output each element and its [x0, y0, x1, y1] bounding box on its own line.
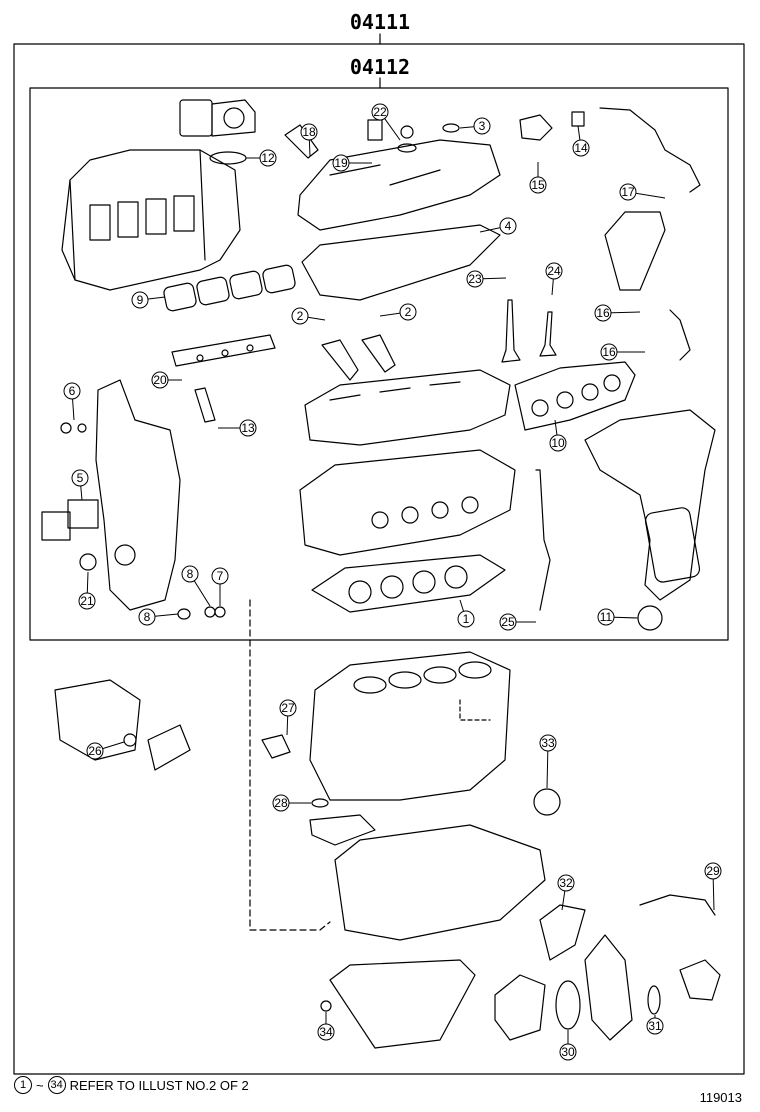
callout-2b: 2: [405, 305, 412, 319]
callout-10: 10: [551, 436, 565, 450]
footnote-range-end: 34: [47, 1076, 66, 1094]
oil-pan-lower: [329, 959, 476, 1049]
callout-25: 25: [501, 615, 515, 629]
callout-22: 22: [373, 105, 387, 119]
oring-8: [177, 608, 191, 620]
part-27: [261, 734, 291, 759]
oring-7: [214, 606, 226, 618]
callout-6: 6: [69, 384, 76, 398]
callout-3: 3: [479, 119, 486, 133]
gasket-12: [209, 151, 247, 165]
rear-cover-26: [54, 679, 191, 771]
callout-26: 26: [88, 744, 102, 758]
injector-18: [284, 124, 319, 159]
outer-kit-code: 04111: [350, 10, 410, 34]
timing-cover: [95, 379, 181, 611]
oil-strainer: [309, 814, 376, 846]
callout-8b: 8: [144, 610, 151, 624]
seal-21: [79, 553, 97, 571]
injector-13: [194, 387, 216, 423]
callout-31: 31: [648, 1019, 662, 1033]
callout-11: 11: [600, 610, 613, 624]
throttle-body: [179, 99, 256, 137]
callout-28: 28: [274, 796, 288, 810]
callout-2a: 2: [297, 309, 304, 323]
callout-8a: 8: [187, 567, 194, 581]
intake-gaskets-9: [163, 264, 296, 312]
exhaust-gasket-10: [514, 361, 636, 431]
dashed-boundary: [249, 599, 331, 931]
outer-kit-frame: [13, 43, 745, 1075]
callout-7: 7: [217, 569, 224, 583]
footnote-range-sep: ~: [36, 1077, 44, 1093]
callout-20: 20: [153, 373, 167, 387]
callout-13: 13: [241, 421, 255, 435]
callout-33: 33: [541, 736, 555, 750]
inner-kit-frame: [29, 87, 729, 641]
callout-19: 19: [334, 156, 348, 170]
inner-kit-code: 04112: [350, 55, 410, 79]
callout-15: 15: [531, 178, 545, 192]
gasket-22: [397, 143, 417, 153]
callout-30: 30: [561, 1045, 575, 1059]
gasket-5: [67, 499, 99, 529]
callout-16a: 16: [596, 306, 610, 320]
callout-29: 29: [706, 864, 720, 878]
callout-12: 12: [261, 151, 275, 165]
gasket-3: [442, 123, 460, 133]
callout-23: 23: [468, 272, 482, 286]
seal-33: [533, 788, 561, 816]
fuel-rail: [171, 334, 276, 367]
valve-cover: [297, 119, 501, 231]
footnote: 1 ~ 34 REFER TO ILLUST NO.2 OF 2: [14, 1076, 249, 1094]
callout-18: 18: [302, 125, 316, 139]
intake-manifold: [61, 149, 241, 291]
drawing-id: 119013: [699, 1090, 742, 1105]
callout-21: 21: [80, 594, 94, 608]
cylinder-head: [299, 449, 516, 556]
footnote-text: REFER TO ILLUST NO.2 OF 2: [69, 1077, 249, 1093]
callout-32: 32: [559, 876, 573, 890]
seal-11: [637, 605, 663, 631]
valve-cover-gasket-4: [301, 224, 501, 301]
callout-5: 5: [77, 471, 84, 485]
oil-cap-22: [400, 125, 414, 139]
water-pump-area: [494, 894, 721, 1041]
gasket-5b: [41, 511, 71, 541]
camshaft-carrier: [304, 369, 511, 446]
part-6: [60, 422, 72, 434]
oil-pan-upper: [334, 824, 546, 941]
callout-9: 9: [137, 293, 144, 307]
callout-16b: 16: [602, 345, 616, 359]
callout-24: 24: [547, 264, 561, 278]
oring-8b: [204, 606, 216, 618]
dipstick-guide: [535, 469, 551, 611]
callout-1: 1: [463, 612, 470, 626]
callout-14: 14: [574, 141, 588, 155]
gasket-28: [311, 798, 329, 808]
valves: [501, 299, 557, 363]
part-6b: [77, 423, 87, 433]
footnote-range-start: 1: [14, 1076, 32, 1094]
head-gasket-1: [311, 554, 506, 613]
callout-34: 34: [319, 1025, 333, 1039]
drain-plug-34: [320, 1000, 332, 1012]
upper-right-parts: [519, 107, 701, 361]
callout-17: 17: [621, 185, 635, 199]
callout-4: 4: [505, 219, 512, 233]
callout-27: 27: [281, 701, 295, 715]
exhaust-manifold: [584, 409, 716, 601]
cylinder-block: [309, 651, 511, 801]
cam-bearing-caps-2: [321, 334, 396, 381]
